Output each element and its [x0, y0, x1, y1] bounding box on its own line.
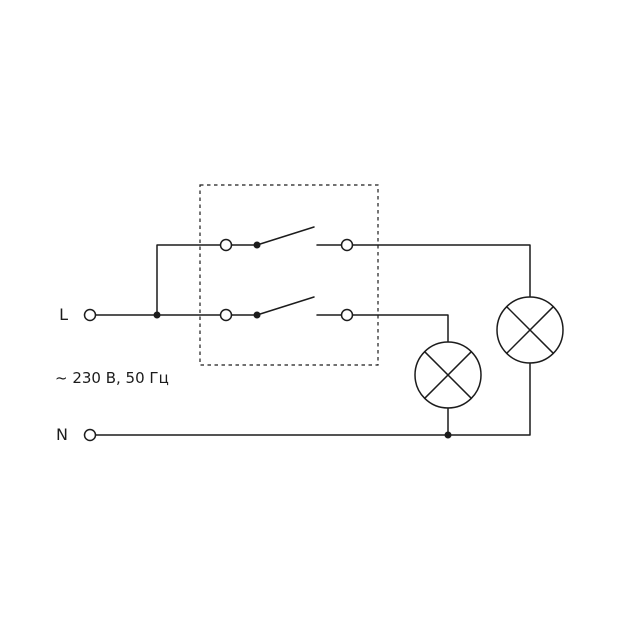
- line-label: L: [59, 305, 68, 324]
- lamp-1-cross-icon: [505, 305, 555, 355]
- switch-1-left-terminal: [219, 238, 233, 252]
- lamp-2: [414, 341, 482, 409]
- switch-2-right-terminal: [340, 308, 354, 322]
- lamp-2-cross-icon: [423, 350, 473, 400]
- rating-label: ~ 230 В, 50 Гц: [55, 369, 169, 387]
- switch-2-left-terminal: [219, 308, 233, 322]
- switch-1-lever: [256, 226, 315, 246]
- switch-1-right-terminal: [340, 238, 354, 252]
- wire-switch2-to-lamp2: [351, 314, 449, 343]
- wire-line-branch-up: [156, 244, 222, 316]
- junction-dot-line: [153, 311, 161, 319]
- switch-2: [219, 296, 354, 322]
- switch-1: [219, 226, 354, 252]
- junction-dot-neutral: [444, 431, 452, 439]
- switch-2-lever: [256, 296, 315, 316]
- line-terminal: [83, 308, 97, 322]
- wire-neutral: [94, 362, 531, 436]
- wire-switch1-to-lamp1: [351, 244, 531, 298]
- lamp-1: [496, 296, 564, 364]
- neutral-terminal: [83, 428, 97, 442]
- neutral-label: N: [56, 425, 68, 444]
- switch-unit-outline: [199, 184, 379, 366]
